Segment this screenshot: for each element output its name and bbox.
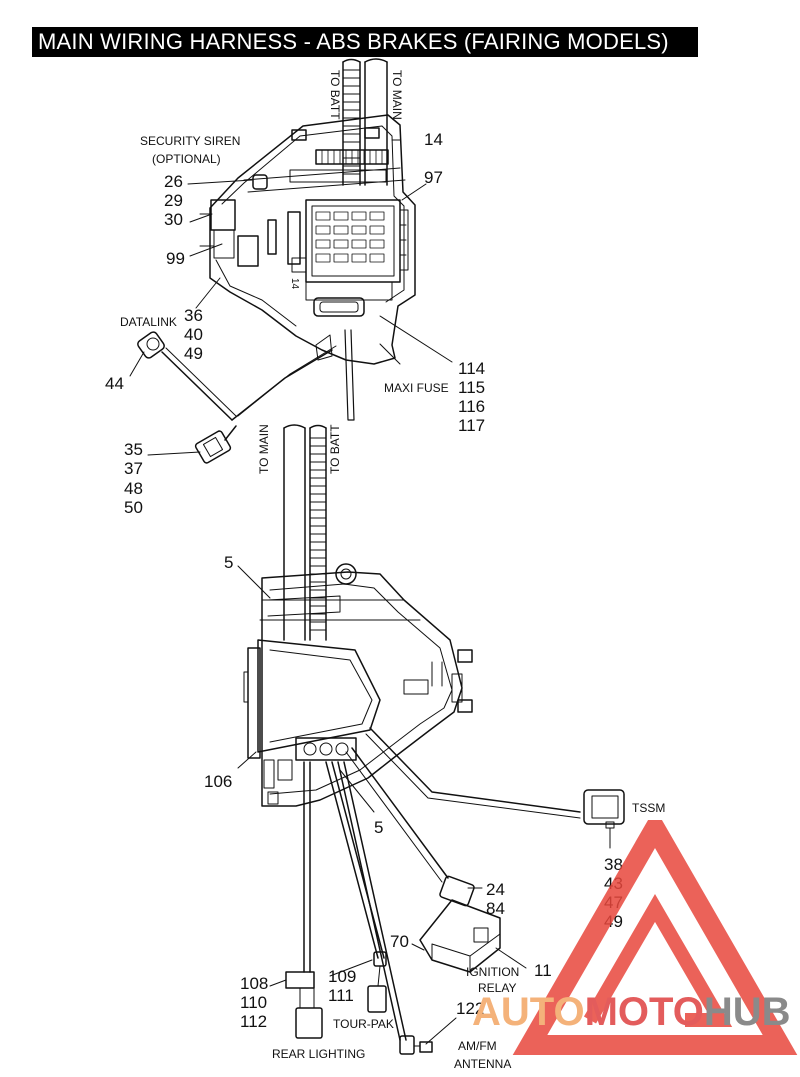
callout-110: 110	[240, 993, 267, 1012]
page-title: MAIN WIRING HARNESS - ABS BRAKES (FAIRIN…	[38, 29, 669, 54]
callout-111: 111	[328, 986, 354, 1005]
ignition-relay	[419, 875, 501, 973]
callout-5-top: 5	[224, 553, 233, 572]
rear-lighting-label: REAR LIGHTING	[272, 1047, 365, 1061]
callout-14: 14	[424, 130, 443, 149]
callout-99: 99	[166, 249, 185, 268]
callout-109: 109	[328, 967, 356, 986]
callout-37: 37	[124, 459, 143, 478]
callout-49-top: 49	[184, 344, 203, 363]
rear-lighting-wire	[285, 761, 323, 1039]
relay-label: RELAY	[478, 981, 516, 995]
callout-115: 115	[458, 378, 485, 397]
callout-38: 38	[604, 855, 623, 874]
callout-84: 84	[486, 899, 505, 918]
callout-106: 106	[204, 772, 232, 791]
top-cable-bundle	[342, 58, 388, 186]
callout-70: 70	[390, 932, 409, 951]
callout-50: 50	[124, 498, 143, 517]
fuse-relay-block	[305, 199, 409, 301]
fuse-box-mark-label: 14	[289, 278, 300, 290]
callout-29: 29	[164, 191, 183, 210]
tour-pak-label: TOUR-PAK	[333, 1017, 394, 1031]
maxi-fuse	[313, 297, 365, 317]
callout-48: 48	[124, 479, 143, 498]
callout-117: 117	[458, 416, 485, 435]
tour-pak-wire	[325, 761, 387, 1013]
to-main-bottom-label: TO MAIN	[257, 424, 271, 474]
callout-112: 112	[240, 1012, 267, 1031]
callout-35: 35	[124, 440, 143, 459]
middle-cable-bundle	[283, 424, 327, 641]
tssm-wire-and-connector	[365, 727, 625, 829]
callout-24: 24	[486, 880, 505, 899]
page-title-bar: MAIN WIRING HARNESS - ABS BRAKES (FAIRIN…	[32, 27, 698, 57]
security-siren-optional-label: (OPTIONAL)	[152, 152, 221, 166]
callout-44: 44	[105, 374, 124, 393]
am-fm-antenna-wire	[337, 761, 433, 1055]
ignition-relay-wire	[345, 747, 449, 883]
callout-108: 108	[240, 974, 268, 993]
to-batt-bottom-label: TO BATT	[328, 424, 342, 474]
callout-5-bottom: 5	[374, 818, 383, 837]
callout-116: 116	[458, 397, 485, 416]
datalink-label: DATALINK	[120, 315, 177, 329]
datalink-connector	[137, 331, 337, 421]
security-siren-label: SECURITY SIREN	[140, 134, 240, 148]
callout-40: 40	[184, 325, 203, 344]
callout-47: 47	[604, 893, 623, 912]
callout-numbers: 14 97 26 29 30 99 36 40 49 44 114 115 11…	[105, 130, 623, 1031]
callout-122: 122	[456, 999, 484, 1018]
connector-35	[194, 425, 237, 464]
callout-30: 30	[164, 210, 183, 229]
callout-114: 114	[458, 359, 485, 378]
top-housing	[209, 114, 416, 365]
ignition-label: IGNITION	[466, 965, 519, 979]
to-main-top-label: TO MAIN	[390, 70, 404, 120]
maxi-fuse-label: MAXI FUSE	[384, 381, 449, 395]
callout-36: 36	[184, 306, 203, 325]
to-batt-top-label: TO BATT	[328, 70, 342, 120]
callout-11: 11	[534, 961, 552, 980]
security-siren-connector	[199, 174, 307, 273]
am-fm-label: AM/FM	[458, 1039, 497, 1053]
antenna-label: ANTENNA	[454, 1057, 511, 1071]
lower-housing	[243, 563, 473, 807]
callout-26: 26	[164, 172, 183, 191]
callout-49-bottom: 49	[604, 912, 623, 931]
tssm-label: TSSM	[632, 801, 665, 815]
callout-43: 43	[604, 874, 623, 893]
callout-97: 97	[424, 168, 443, 187]
